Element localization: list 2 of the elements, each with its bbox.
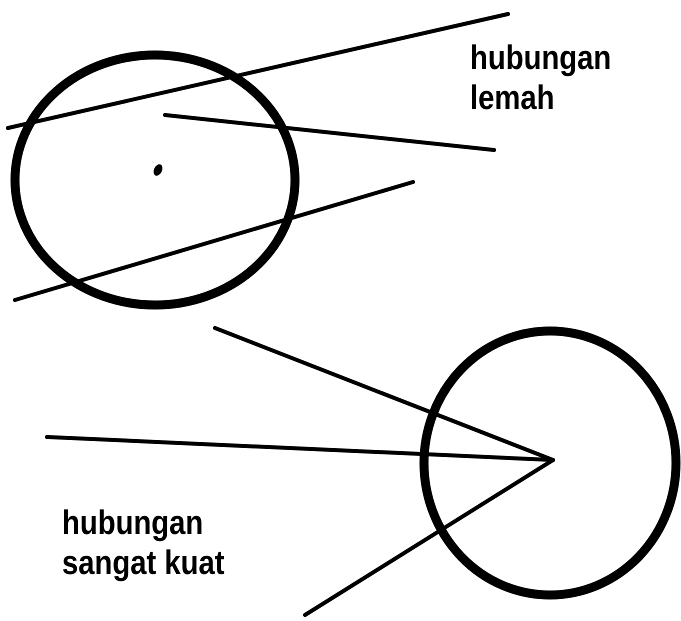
annotation-label: hubungan sangat kuat	[62, 503, 226, 583]
annotation-label: hubungan lemah	[470, 38, 612, 118]
